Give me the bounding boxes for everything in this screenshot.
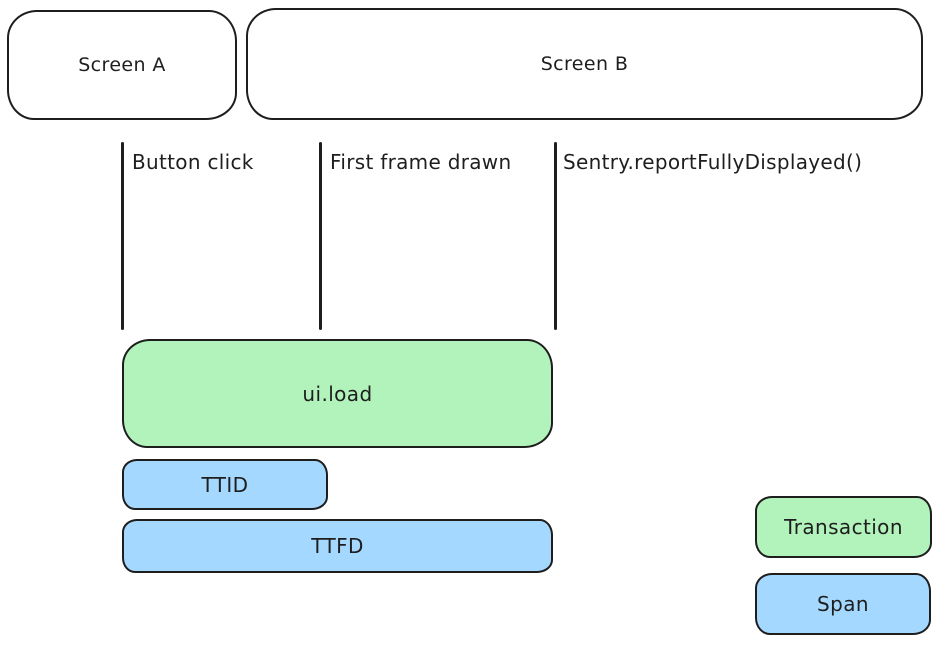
ttid-label: TTID: [201, 472, 249, 497]
ui-load-transaction-box: ui.load: [122, 339, 553, 448]
report-fully-displayed-label: Sentry.reportFullyDisplayed(): [563, 150, 863, 174]
ttfd-label: TTFD: [311, 534, 364, 558]
screen-b-label: Screen B: [540, 53, 629, 75]
screen-a-box: Screen A: [7, 10, 237, 120]
screen-a-label: Screen A: [78, 54, 166, 76]
legend-span-label: Span: [817, 592, 869, 616]
button-click-event-line: [121, 142, 124, 330]
screen-b-box: Screen B: [246, 8, 923, 120]
ttfd-span-box: TTFD: [122, 519, 553, 573]
first-frame-drawn-label: First frame drawn: [330, 150, 512, 174]
first-frame-drawn-event-line: [319, 142, 322, 330]
report-fully-displayed-event-line: [554, 142, 557, 330]
ttid-span-box: TTID: [122, 459, 328, 510]
legend-span-box: Span: [755, 573, 931, 635]
button-click-label: Button click: [132, 150, 254, 174]
legend-transaction-box: Transaction: [755, 496, 932, 558]
legend-transaction-label: Transaction: [784, 515, 903, 539]
ui-load-label: ui.load: [302, 381, 373, 406]
